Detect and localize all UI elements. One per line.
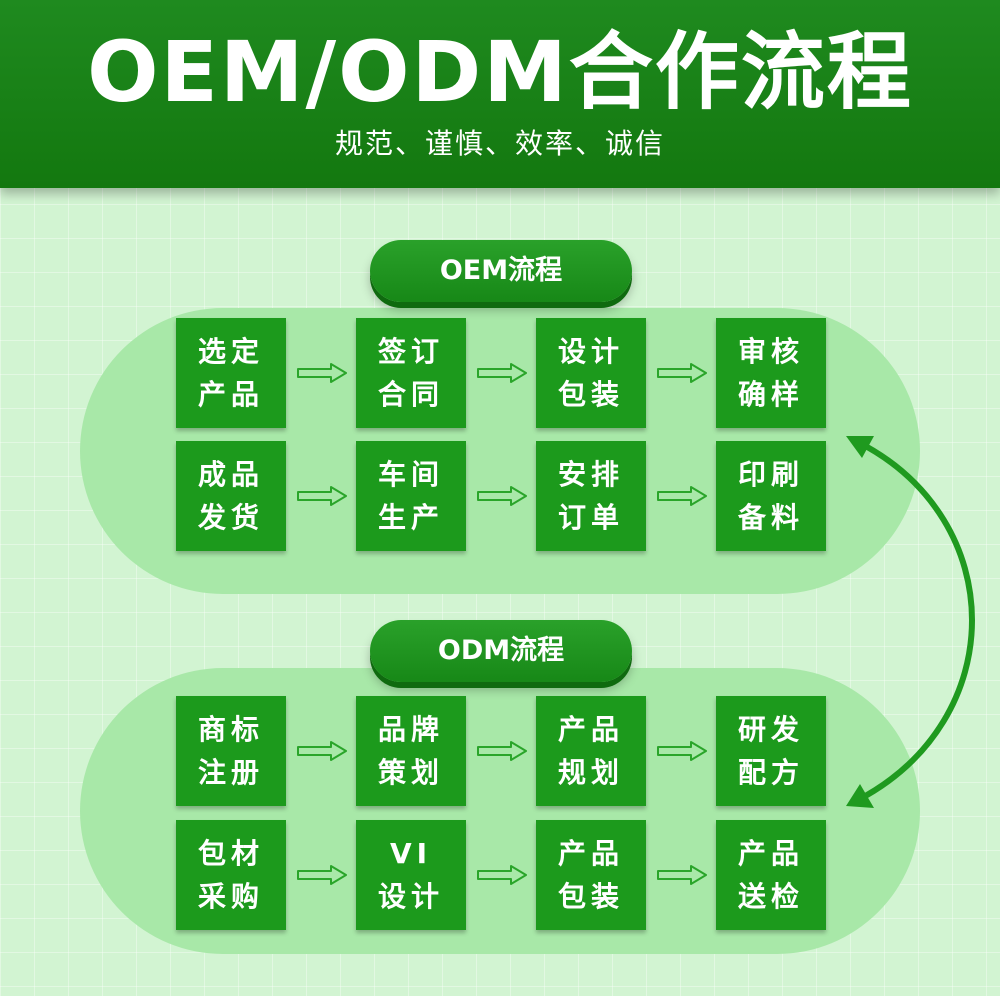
header-banner: OEM/ODM合作流程 规范、谨慎、效率、诚信 — [0, 0, 1000, 188]
outline-arrow-right-icon — [657, 741, 707, 761]
connector-arrowhead-top — [846, 436, 874, 458]
page-title: OEM/ODM合作流程 — [87, 23, 913, 121]
step-line-1: 商标 — [197, 713, 264, 746]
step-line-1: VI — [389, 837, 433, 870]
odm-step-product-packaging: 产品 包装 — [536, 820, 646, 930]
step-line-1: 选定 — [197, 335, 264, 368]
step-line-2: 策划 — [377, 756, 444, 789]
odm-label-pill: ODM流程 — [370, 620, 632, 682]
connector-arrowhead-bottom — [846, 784, 874, 808]
step-line-2: 包装 — [557, 880, 624, 913]
step-line-2: 合同 — [377, 378, 444, 411]
outline-arrow-right-icon — [297, 865, 347, 885]
outline-arrow-right-icon — [657, 865, 707, 885]
step-line-1: 车间 — [377, 458, 444, 491]
step-line-1: 安排 — [557, 458, 624, 491]
outline-arrow-right-icon — [297, 741, 347, 761]
step-line-1: 成品 — [197, 458, 264, 491]
step-line-1: 包材 — [197, 837, 264, 870]
step-line-2: 采购 — [197, 880, 264, 913]
oem-step-review-sample: 审核 确样 — [716, 318, 826, 428]
step-line-1: 设计 — [557, 335, 624, 368]
step-line-1: 产品 — [737, 837, 804, 870]
step-line-2: 产品 — [197, 378, 264, 411]
page-subtitle: 规范、谨慎、效率、诚信 — [334, 127, 665, 160]
step-line-2: 配方 — [737, 756, 804, 789]
step-line-2: 备料 — [737, 501, 804, 534]
step-line-2: 包装 — [557, 378, 624, 411]
outline-arrow-right-icon — [477, 363, 527, 383]
odm-step-formula-development: 研发 配方 — [716, 696, 826, 806]
outline-arrow-right-icon — [657, 486, 707, 506]
step-line-2: 确样 — [737, 378, 804, 411]
step-line-2: 生产 — [377, 501, 444, 534]
odm-step-brand-planning: 品牌 策划 — [356, 696, 466, 806]
step-line-2: 送检 — [737, 880, 804, 913]
oem-step-design-packaging: 设计 包装 — [536, 318, 646, 428]
step-line-1: 印刷 — [737, 458, 804, 491]
step-line-1: 产品 — [557, 713, 624, 746]
oem-step-arrange-order: 安排 订单 — [536, 441, 646, 551]
odm-step-packaging-procurement: 包材 采购 — [176, 820, 286, 930]
outline-arrow-right-icon — [297, 486, 347, 506]
odm-step-product-inspection: 产品 送检 — [716, 820, 826, 930]
step-line-1: 研发 — [737, 713, 804, 746]
oem-step-ship-goods: 成品 发货 — [176, 441, 286, 551]
oem-step-sign-contract: 签订 合同 — [356, 318, 466, 428]
step-line-2: 注册 — [197, 756, 264, 789]
step-line-2: 规划 — [557, 756, 624, 789]
odm-step-product-planning: 产品 规划 — [536, 696, 646, 806]
outline-arrow-right-icon — [297, 363, 347, 383]
oem-step-workshop-production: 车间 生产 — [356, 441, 466, 551]
outline-arrow-right-icon — [477, 741, 527, 761]
connector-curve — [856, 439, 975, 803]
step-line-1: 品牌 — [377, 713, 444, 746]
oem-step-print-materials: 印刷 备料 — [716, 441, 826, 551]
step-line-2: 订单 — [557, 501, 624, 534]
step-line-2: 设计 — [377, 880, 444, 913]
outline-arrow-right-icon — [477, 865, 527, 885]
oem-label-pill: OEM流程 — [370, 240, 632, 302]
odm-step-vi-design: VI 设计 — [356, 820, 466, 930]
odm-step-trademark-registration: 商标 注册 — [176, 696, 286, 806]
step-line-2: 发货 — [197, 501, 264, 534]
step-line-1: 签订 — [377, 335, 444, 368]
outline-arrow-right-icon — [477, 486, 527, 506]
oem-step-select-product: 选定 产品 — [176, 318, 286, 428]
outline-arrow-right-icon — [657, 363, 707, 383]
step-line-1: 审核 — [737, 335, 804, 368]
step-line-1: 产品 — [557, 837, 624, 870]
